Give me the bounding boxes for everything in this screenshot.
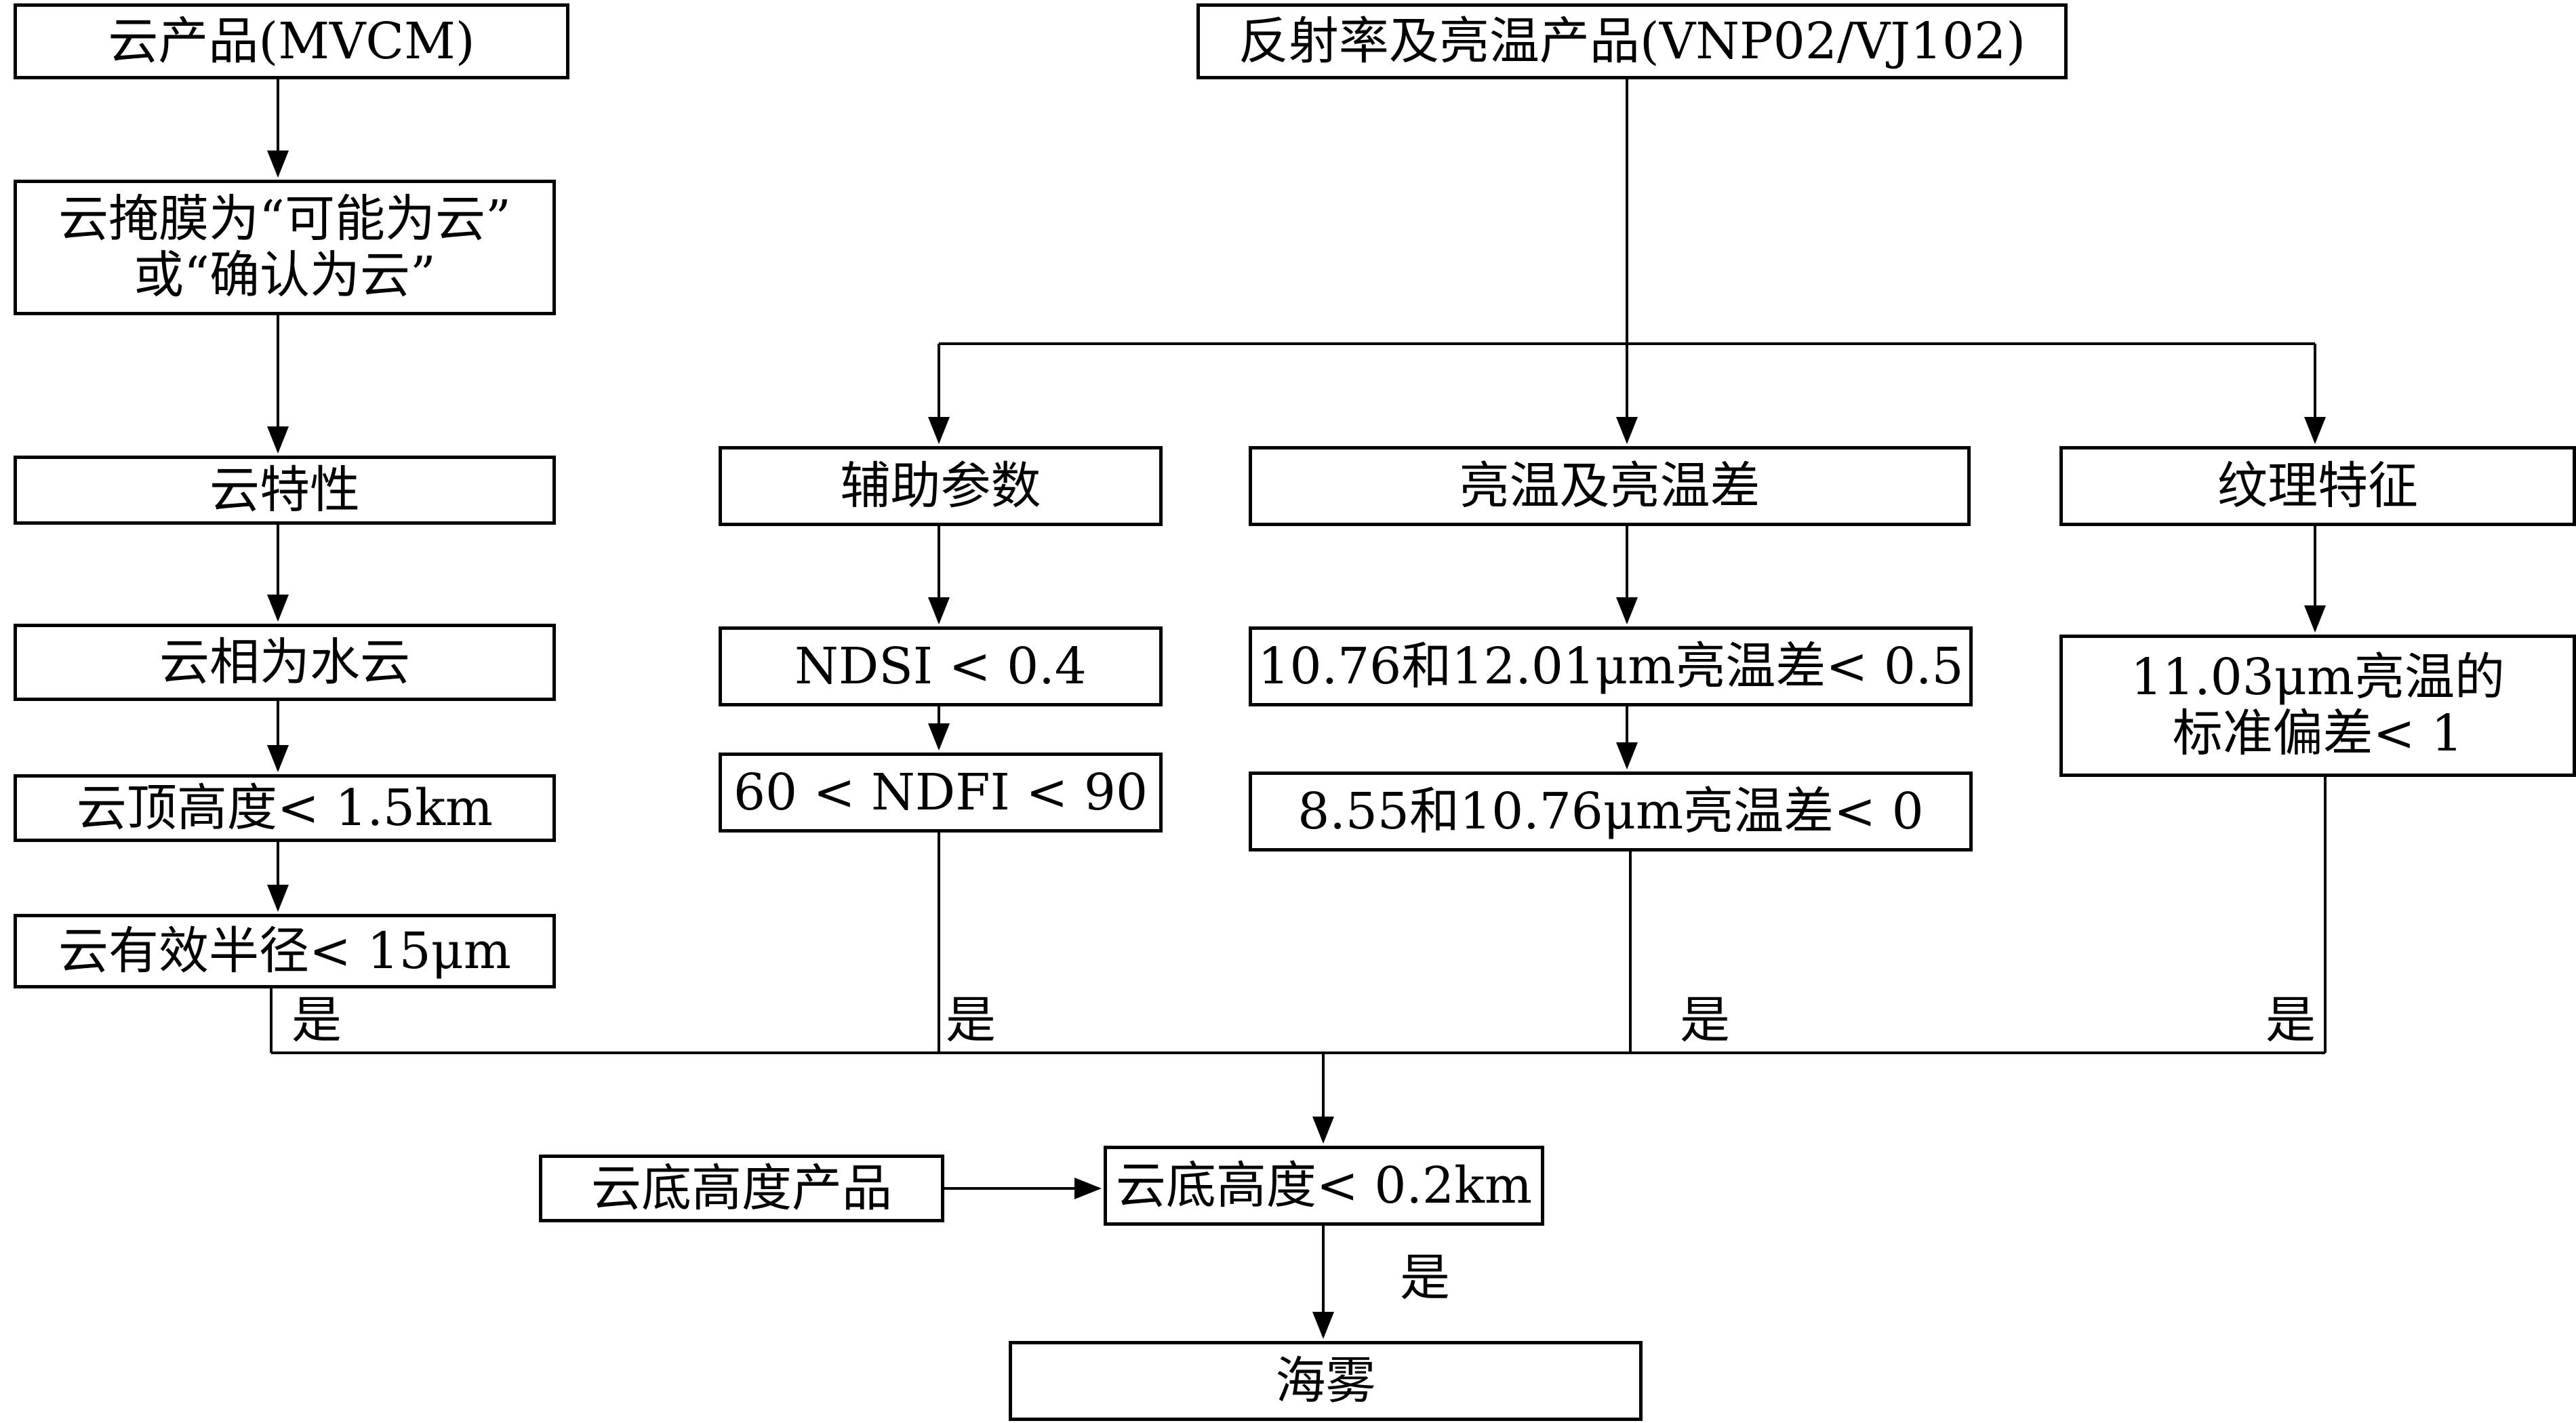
btd-855-1076-label: 8.55和10.76μm亮温差< 0 — [1297, 782, 1924, 841]
cloud-base-product-box: 云底高度产品 — [539, 1155, 944, 1222]
yes-label-bottom: 是 — [1400, 1249, 1450, 1307]
cloud-base-product-label: 云底高度产品 — [591, 1159, 892, 1218]
yes-label-texture: 是 — [2266, 991, 2316, 1049]
cloud-top-height-label: 云顶高度< 1.5km — [76, 778, 494, 837]
bt-std-label-line1: 11.03μm亮温的 — [2130, 648, 2505, 707]
btd-1076-1201-box: 10.76和12.01μm亮温差< 0.5 — [1249, 626, 1973, 706]
yes-label-aux: 是 — [946, 991, 996, 1049]
cloud-top-height-box: 云顶高度< 1.5km — [14, 774, 556, 842]
ndsi-box: NDSI < 0.4 — [719, 626, 1163, 706]
cloud-mask-label-line2: 或“确认为云” — [134, 246, 436, 304]
btd-1076-1201-label: 10.76和12.01μm亮温差< 0.5 — [1257, 637, 1964, 696]
btd-855-1076-box: 8.55和10.76μm亮温差< 0 — [1249, 771, 1973, 851]
bt-std-box: 11.03μm亮温的 标准偏差< 1 — [2059, 635, 2576, 777]
ndfi-box: 60 < NDFI < 90 — [719, 753, 1163, 833]
cloud-properties-box: 云特性 — [14, 456, 556, 525]
reflectance-bt-product-box: 反射率及亮温产品(VNP02/VJ102) — [1196, 3, 2068, 79]
cloud-effective-radius-label: 云有效半径< 15μm — [58, 921, 511, 980]
yes-label-btd: 是 — [1680, 991, 1730, 1049]
cloud-phase-label: 云相为水云 — [159, 633, 410, 692]
cloud-effective-radius-box: 云有效半径< 15μm — [14, 914, 556, 988]
cloud-product-label: 云产品(MVCM) — [108, 12, 475, 71]
cloud-base-height-box: 云底高度< 0.2km — [1104, 1146, 1544, 1226]
cloud-mask-label-line1: 云掩膜为“可能为云” — [58, 190, 511, 249]
bt-std-label-line2: 标准偏差< 1 — [2172, 704, 2463, 763]
cloud-phase-box: 云相为水云 — [14, 624, 556, 701]
texture-features-box: 纹理特征 — [2059, 446, 2576, 526]
sea-fog-label: 海雾 — [1275, 1351, 1376, 1410]
cloud-product-box: 云产品(MVCM) — [14, 3, 569, 79]
bt-and-bt-diff-label: 亮温及亮温差 — [1459, 456, 1760, 515]
bt-and-bt-diff-box: 亮温及亮温差 — [1249, 446, 1971, 526]
ndfi-label: 60 < NDFI < 90 — [733, 763, 1148, 822]
cloud-base-height-label: 云底高度< 0.2km — [1115, 1156, 1533, 1215]
yes-label-left: 是 — [291, 991, 342, 1049]
reflectance-bt-product-label: 反射率及亮温产品(VNP02/VJ102) — [1238, 12, 2026, 71]
texture-features-label: 纹理特征 — [2217, 456, 2418, 515]
auxiliary-params-box: 辅助参数 — [719, 446, 1163, 526]
cloud-properties-label: 云特性 — [209, 460, 360, 519]
cloud-mask-box: 云掩膜为“可能为云” 或“确认为云” — [14, 180, 556, 315]
ndsi-label: NDSI < 0.4 — [794, 637, 1087, 696]
sea-fog-box: 海雾 — [1009, 1341, 1643, 1421]
auxiliary-params-label: 辅助参数 — [840, 456, 1041, 515]
